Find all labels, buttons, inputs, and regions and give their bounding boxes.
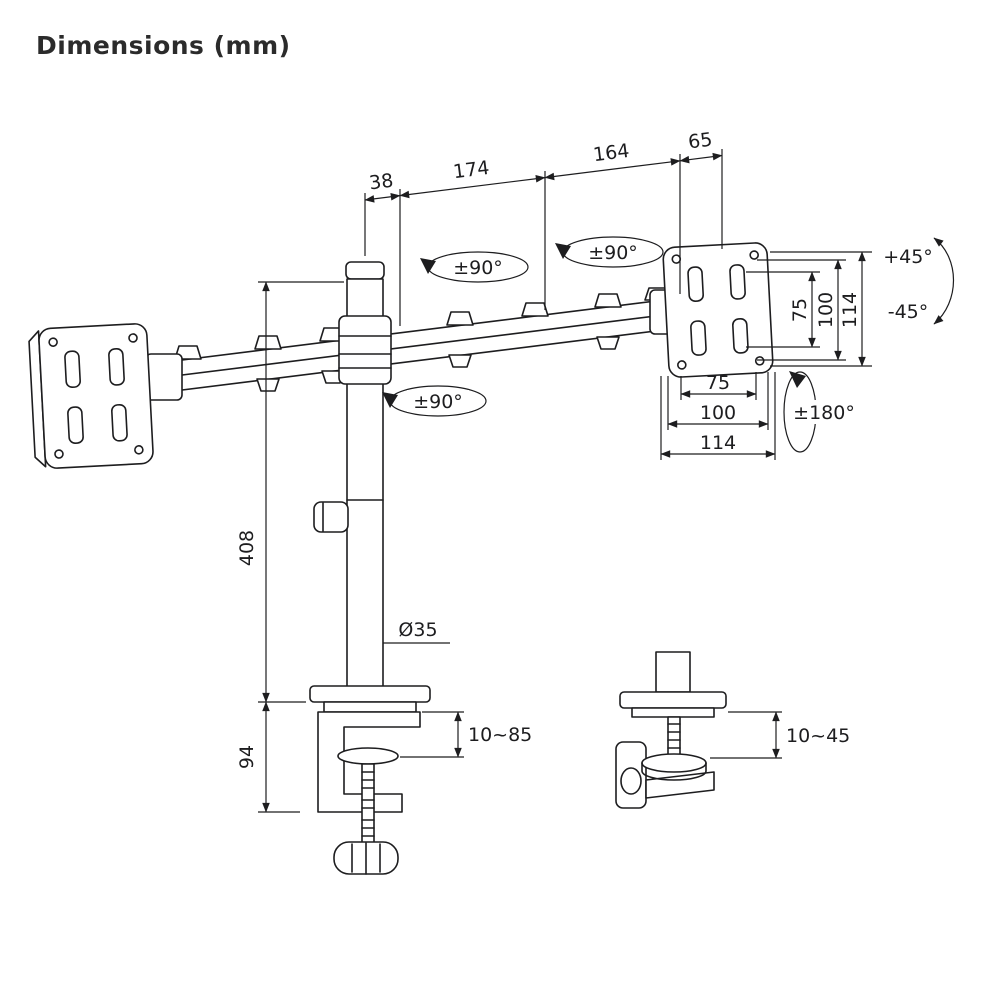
tilt-down-label: -45° bbox=[888, 301, 929, 323]
dim-label-65: 65 bbox=[687, 129, 714, 154]
dim-top: 38 174 164 65 bbox=[364, 129, 723, 326]
page-title: Dimensions (mm) bbox=[36, 31, 291, 60]
dim-label-vesa-v-75: 75 bbox=[789, 298, 811, 322]
arm-clamp-block bbox=[594, 293, 622, 308]
grommet-top-plate bbox=[619, 691, 727, 709]
vesa-slot bbox=[690, 320, 707, 356]
vesa-slot bbox=[729, 264, 746, 300]
grommet-washer bbox=[641, 753, 707, 773]
dim-clamp-height: 94 bbox=[236, 701, 300, 813]
clamp-top-plate bbox=[309, 685, 431, 703]
dim-label-164: 164 bbox=[592, 140, 631, 166]
vesa-hole bbox=[677, 360, 687, 370]
vesa-slot bbox=[732, 318, 749, 354]
clamp-neck bbox=[323, 701, 417, 713]
dim-label-grommet-range: 10~45 bbox=[786, 725, 850, 747]
dim-pole-diameter: Ø35 bbox=[383, 619, 450, 644]
dim-label-38: 38 bbox=[368, 170, 395, 195]
dim-label-vesa-v-100: 100 bbox=[815, 292, 837, 328]
pole-bracket bbox=[338, 315, 392, 385]
rotation-arrow-icon bbox=[555, 243, 571, 259]
rotation-label-90-3: ±90° bbox=[413, 391, 463, 413]
vesa-slot bbox=[67, 406, 84, 444]
pole-cap bbox=[345, 261, 385, 280]
vesa-slot bbox=[111, 403, 128, 442]
dim-label-clamp-range: 10~85 bbox=[468, 724, 532, 746]
vesa-plate-face bbox=[662, 242, 774, 378]
grommet-neck bbox=[631, 707, 715, 718]
right-vesa-plate bbox=[662, 242, 774, 378]
arm-clamp-block bbox=[254, 335, 282, 350]
rotation-label-90-2: ±90° bbox=[588, 242, 638, 264]
rotation-90-left-joint: ±90° bbox=[420, 251, 529, 283]
dim-label-174: 174 bbox=[452, 157, 491, 183]
rotation-180: ±180° bbox=[783, 371, 856, 453]
clamp-pad bbox=[337, 747, 399, 765]
vesa-slot bbox=[108, 348, 125, 386]
arm-clamp-block bbox=[521, 302, 549, 317]
dim-label-vesa-h-100: 100 bbox=[700, 402, 736, 424]
vesa-hole bbox=[749, 250, 759, 260]
pole-adjust-knob bbox=[313, 501, 349, 533]
desk-clamp bbox=[309, 685, 431, 875]
rotation-label-90-1: ±90° bbox=[453, 257, 503, 279]
cable-clip bbox=[596, 336, 620, 350]
dim-label-diameter: Ø35 bbox=[398, 619, 437, 641]
dim-vesa-horizontal: 75 100 114 bbox=[660, 372, 776, 460]
rotation-arrow-icon bbox=[382, 392, 398, 408]
tilt-up-label: +45° bbox=[883, 246, 933, 268]
dim-grommet-range: 10~45 bbox=[710, 711, 850, 759]
dim-pole-height: 408 bbox=[236, 281, 344, 703]
arm-clamp-block bbox=[446, 311, 474, 326]
dim-label-408: 408 bbox=[236, 530, 258, 566]
rotation-arrow-icon bbox=[789, 371, 806, 388]
rotation-label-180: ±180° bbox=[793, 402, 855, 424]
vesa-hole bbox=[54, 449, 64, 459]
grommet-bracket-hole bbox=[620, 767, 642, 795]
clamp-screw bbox=[361, 763, 375, 845]
vesa-slot bbox=[64, 350, 81, 389]
grommet-mount bbox=[615, 651, 727, 809]
grommet-bracket-upright bbox=[615, 741, 647, 809]
dim-label-94: 94 bbox=[236, 745, 258, 769]
rotation-90-pole: ±90° bbox=[382, 385, 487, 417]
grommet-pole-stub bbox=[655, 651, 691, 693]
vesa-hole bbox=[134, 445, 144, 455]
vesa-slot bbox=[687, 266, 704, 302]
clamp-body bbox=[317, 711, 421, 813]
grommet-bracket-foot bbox=[645, 771, 715, 799]
vesa-hole bbox=[48, 337, 58, 347]
dim-tilt: +45° -45° bbox=[883, 237, 954, 325]
tilt-arrow-icon bbox=[933, 237, 954, 325]
rotation-90-right-joint: ±90° bbox=[555, 236, 664, 268]
rotation-arrow-icon bbox=[420, 258, 436, 274]
dim-label-vesa-h-114: 114 bbox=[700, 432, 736, 454]
vesa-plate-face bbox=[38, 323, 154, 469]
left-vesa-plate bbox=[28, 323, 154, 469]
dim-label-vesa-v-114: 114 bbox=[839, 292, 861, 328]
dim-vesa-vertical: 75 100 114 bbox=[746, 251, 872, 367]
dim-clamp-range: 10~85 bbox=[400, 711, 532, 758]
arm-rail bbox=[145, 287, 685, 401]
cable-clip bbox=[256, 378, 280, 392]
dim-label-vesa-h-75: 75 bbox=[706, 372, 730, 394]
left-arm-joint bbox=[145, 353, 183, 401]
vesa-hole bbox=[128, 333, 138, 343]
cable-clip bbox=[448, 354, 472, 368]
left-plate-edge bbox=[28, 330, 47, 468]
vesa-hole bbox=[754, 356, 765, 366]
